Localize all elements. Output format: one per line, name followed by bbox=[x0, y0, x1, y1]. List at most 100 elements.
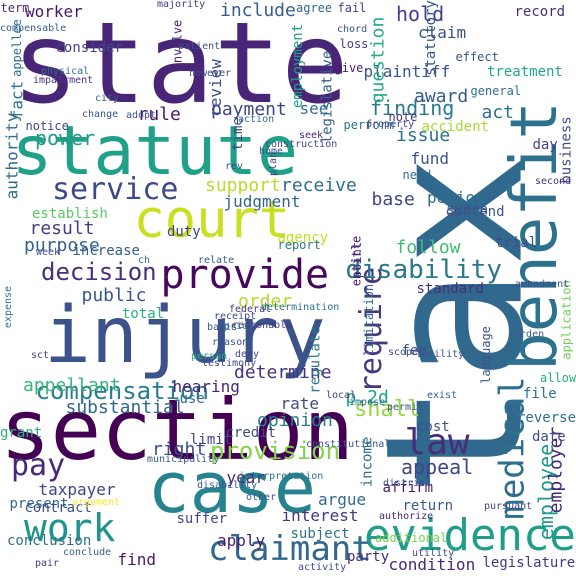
word-fail: fail bbox=[337, 1, 367, 15]
word-employment: employment bbox=[290, 23, 307, 109]
word-section: section bbox=[0, 381, 355, 479]
word-provide: provide bbox=[160, 252, 330, 298]
word-note: note bbox=[388, 110, 418, 124]
word-sct: sct bbox=[31, 350, 50, 361]
word-reasonable: reasonable bbox=[232, 320, 293, 331]
word-support: support bbox=[205, 175, 281, 196]
word-result: result bbox=[29, 218, 95, 239]
word-chord: chord bbox=[337, 24, 368, 35]
word-shall: shall bbox=[354, 397, 421, 422]
word-statutory: statutory bbox=[422, 0, 439, 76]
word-relate: relate bbox=[198, 255, 235, 266]
word-agree: agree bbox=[296, 1, 333, 15]
word-affirm: affirm bbox=[382, 480, 434, 496]
word-authorize: authorize bbox=[379, 511, 434, 522]
word-property: property bbox=[366, 119, 415, 130]
word-apply: apply bbox=[217, 531, 266, 550]
word-trial: trial bbox=[495, 235, 538, 251]
word-however: however bbox=[189, 68, 232, 79]
word-construction: construction bbox=[265, 139, 338, 150]
word-compensation: compensation bbox=[35, 377, 209, 405]
word-other: other bbox=[246, 492, 277, 503]
word-city: city bbox=[95, 93, 120, 104]
word-appellant: appellant bbox=[23, 375, 121, 396]
word-point: point bbox=[350, 241, 365, 279]
word-worker: worker bbox=[25, 2, 83, 21]
word-general: general bbox=[470, 84, 522, 98]
word-burden: burden bbox=[508, 329, 545, 340]
word-total: total bbox=[122, 306, 165, 322]
word-contract: contract bbox=[24, 500, 92, 516]
word-consider: consider bbox=[55, 40, 123, 56]
word-reverse: reverse bbox=[517, 410, 576, 426]
word-authority: authority bbox=[1, 112, 21, 200]
word-utility: utility bbox=[412, 548, 455, 559]
word-present: present bbox=[9, 496, 69, 512]
word-prior: prior bbox=[224, 321, 255, 332]
word-duty: duty bbox=[167, 224, 201, 240]
word-majority: majority bbox=[157, 0, 206, 10]
word-limitation: limitation bbox=[362, 283, 377, 357]
word-pair: pair bbox=[35, 558, 60, 569]
word-period: period bbox=[427, 188, 485, 207]
word-disability: disability bbox=[197, 480, 258, 491]
word-conclude: conclude bbox=[63, 547, 112, 558]
word-testimony: testimony bbox=[202, 358, 257, 369]
word-public: public bbox=[81, 285, 147, 306]
word-contend: contend bbox=[445, 204, 505, 220]
word-work: work bbox=[24, 506, 116, 550]
word-case: case bbox=[147, 447, 317, 529]
word-claimant: claimant bbox=[208, 529, 372, 569]
word-return: return bbox=[402, 498, 454, 514]
word-limit: limit bbox=[190, 432, 233, 448]
word-power: power bbox=[35, 126, 96, 150]
word-accident: accident bbox=[421, 119, 489, 135]
word-notice: notice bbox=[25, 119, 69, 133]
word-legislature: legislature bbox=[482, 555, 576, 571]
word-patient: patient bbox=[178, 41, 221, 52]
word-right: right bbox=[152, 439, 207, 460]
word-constitutional: constitutional bbox=[306, 439, 391, 450]
word-find: find bbox=[117, 550, 157, 569]
word-regulate: regulate bbox=[307, 326, 324, 394]
word-fee: fee bbox=[401, 343, 427, 359]
word-conclusion: conclusion bbox=[7, 533, 92, 549]
word-subject: subject bbox=[290, 526, 350, 542]
word-evidence: evidence bbox=[364, 510, 576, 561]
word-week: week bbox=[36, 247, 61, 258]
word-supra: supra bbox=[446, 202, 489, 218]
word-receive: receive bbox=[281, 175, 357, 196]
word-business: business bbox=[558, 116, 575, 184]
word-impose: impose bbox=[349, 397, 386, 408]
word-substantial: substantial bbox=[65, 397, 185, 418]
word-establish: establish bbox=[32, 206, 108, 222]
word-p-2d: p.2d bbox=[345, 387, 389, 408]
word-reason: reason bbox=[212, 337, 249, 348]
word-claim: claim bbox=[418, 23, 467, 42]
word-treatment: treatment bbox=[487, 64, 563, 80]
word-language: language bbox=[478, 326, 493, 384]
word-question: question bbox=[366, 16, 388, 104]
word-state: state bbox=[11, 0, 349, 129]
word-appeal: appeal bbox=[401, 455, 474, 479]
word-expense: expense bbox=[3, 285, 15, 329]
word-opinion: opinion bbox=[257, 410, 333, 431]
word-municipality: municipality bbox=[147, 454, 220, 465]
word-file: file bbox=[523, 386, 557, 402]
word-purpose: purpose bbox=[24, 235, 100, 256]
word-order: order bbox=[238, 291, 293, 312]
word-interest: interest bbox=[281, 506, 359, 525]
word-physical: physical bbox=[41, 66, 90, 77]
word-include: include bbox=[220, 0, 296, 21]
word-argue: argue bbox=[318, 490, 367, 509]
word-additional: additional bbox=[375, 531, 448, 545]
word-condition: condition bbox=[388, 555, 476, 574]
word-provision: provision bbox=[210, 437, 341, 465]
word-service: service bbox=[52, 172, 179, 207]
word-impairment: impairment bbox=[33, 75, 94, 86]
word-suffer: suffer bbox=[176, 511, 228, 527]
word-follow: follow bbox=[395, 237, 461, 258]
word-fund: fund bbox=[410, 149, 450, 168]
word-exist: exist bbox=[427, 390, 458, 401]
